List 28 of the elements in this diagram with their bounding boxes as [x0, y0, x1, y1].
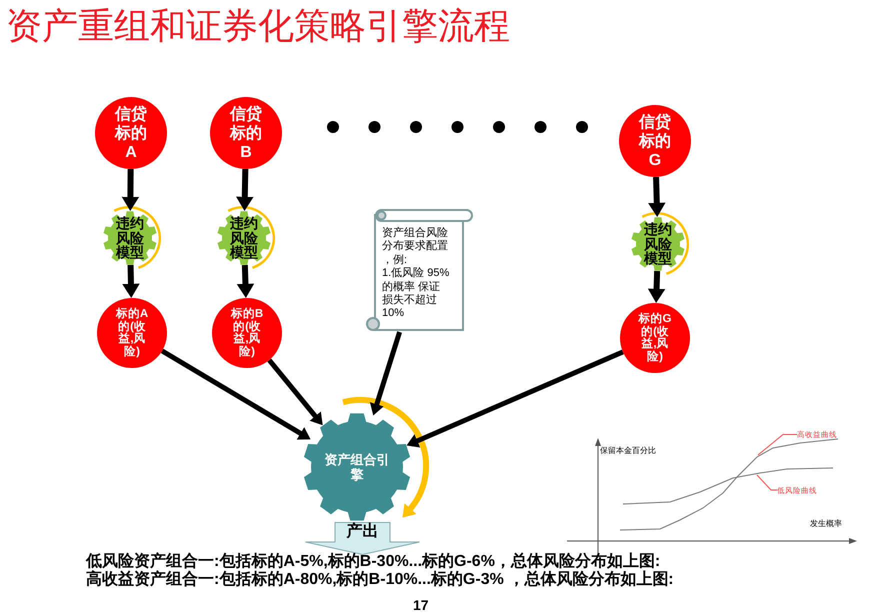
arrow [648, 176, 666, 217]
arrow [160, 348, 311, 440]
arrow [122, 264, 140, 298]
circle-node: 信贷标的G [619, 105, 691, 177]
summary-text: 低风险资产组合一:包括标的A-5%,标的B-30%...标的G-6%，总体风险分布如上图: [86, 553, 660, 570]
title: 资产重组和证券化策略引擎流程 [6, 5, 510, 47]
page-number: 17 [413, 597, 429, 613]
circle-node: 信贷标的B [210, 97, 282, 169]
arrow [122, 168, 140, 211]
axis-label: 发生概率 [810, 519, 842, 528]
gear-node: 违约风险模型 [103, 211, 157, 265]
gear-node: 资产组合引擎 [303, 413, 411, 521]
leader-line [756, 474, 778, 490]
gear-node: 违约风险模型 [631, 217, 685, 271]
circle-node: 信贷标的A [95, 97, 167, 169]
arrow [370, 331, 402, 416]
circle-node: 标的B的(收益,风险) [212, 298, 282, 368]
arrow [406, 350, 624, 448]
gear-node: 违约风险模型 [217, 211, 271, 265]
circle-node: 标的A的(收益,风险) [97, 298, 167, 368]
arrow [267, 358, 323, 426]
leader-line [758, 434, 798, 456]
arrow [648, 270, 666, 304]
circle-node: 标的G的(收益,风险) [620, 303, 690, 373]
arrow [236, 168, 254, 211]
summary-text: 高收益资产组合一:包括标的A-80%,标的B-10%...标的G-3% ，总体风险分布如上图: [86, 571, 674, 589]
arrow [236, 264, 254, 298]
axis-label: 保留本金百分比 [600, 446, 656, 455]
